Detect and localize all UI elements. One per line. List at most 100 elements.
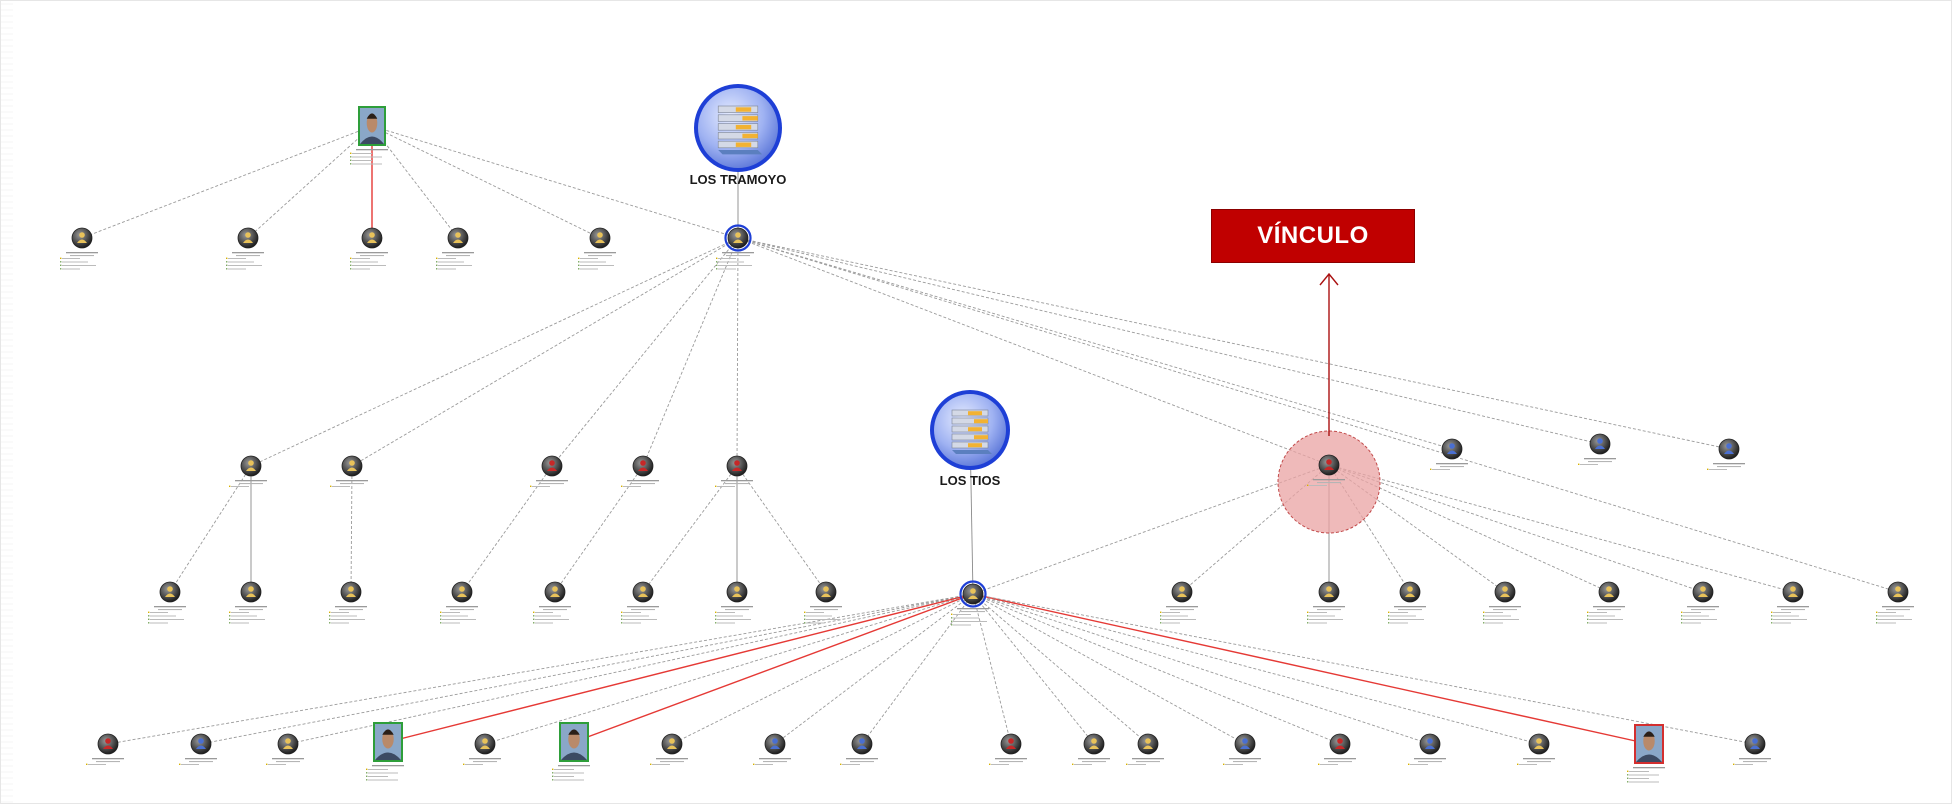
entity-node-m4[interactable] [621, 455, 659, 487]
entity-node-v5[interactable] [1587, 581, 1625, 624]
entity-node-t5[interactable] [578, 227, 616, 270]
entity-label-lines [179, 758, 217, 765]
entity-node-b16[interactable] [1517, 733, 1555, 765]
group-title-los-tramoyo: LOS TRAMOYO [690, 172, 787, 187]
entity-node-r3[interactable] [1707, 438, 1745, 470]
entity-label-lines [436, 252, 474, 270]
entity-node-hubT[interactable] [716, 224, 754, 270]
person-silhouette-icon [1324, 459, 1334, 470]
entity-node-b10[interactable] [989, 733, 1027, 765]
edge-hubT-m4 [642, 237, 739, 467]
entity-node-v4[interactable] [1483, 581, 1521, 624]
entity-label-lines [266, 758, 304, 765]
entity-node-b5[interactable] [463, 733, 501, 765]
entity-node-l6[interactable] [621, 581, 659, 624]
entity-node-v7[interactable] [1771, 581, 1809, 624]
entity-label-lines [440, 606, 478, 624]
person-silhouette-icon [1006, 738, 1016, 749]
entity-label-lines [1876, 606, 1914, 624]
photo-node-p1[interactable] [350, 106, 388, 165]
edge-p1-t4 [371, 125, 459, 239]
entity-label-lines [1126, 758, 1164, 765]
entity-node-l3[interactable] [329, 581, 367, 624]
person-silhouette-icon [367, 232, 377, 243]
entity-label-lines [804, 606, 842, 624]
entity-node-hubB[interactable] [951, 580, 989, 626]
entity-node-v1[interactable] [1160, 581, 1198, 624]
entity-node-m2[interactable] [330, 455, 368, 487]
entity-label-lines [650, 758, 688, 765]
entity-node-v3[interactable] [1388, 581, 1426, 624]
entity-node-b8[interactable] [753, 733, 791, 765]
entity-label-lines [840, 758, 878, 765]
person-silhouette-icon [638, 460, 648, 471]
entity-node-b13[interactable] [1223, 733, 1261, 765]
entity-label-lines [1430, 463, 1468, 470]
edge-vin-v7 [1328, 464, 1794, 593]
entity-label-lines [1587, 606, 1625, 624]
person-silhouette-icon [103, 738, 113, 749]
entity-node-t3[interactable] [350, 227, 388, 270]
edge-p1-t5 [371, 125, 601, 239]
edge-hubB-b7 [671, 593, 974, 745]
organization-server-icon [951, 409, 992, 454]
entity-node-v6[interactable] [1681, 581, 1719, 624]
edge-hubB-b15 [972, 593, 1431, 745]
entity-node-l1[interactable] [148, 581, 186, 624]
entity-label-lines [715, 480, 753, 487]
organization-server-icon [717, 105, 763, 155]
group-node-los-tramoyo[interactable] [694, 84, 782, 172]
entity-label-lines [463, 758, 501, 765]
photo-node-b4[interactable] [366, 722, 404, 781]
person-silhouette-icon [732, 586, 742, 597]
person-silhouette-icon [77, 232, 87, 243]
entity-node-vin[interactable] [1307, 454, 1345, 486]
photo-node-b17[interactable] [1627, 724, 1665, 783]
person-silhouette-icon [246, 460, 256, 471]
entity-node-m3[interactable] [530, 455, 568, 487]
entity-node-m1[interactable] [229, 455, 267, 487]
person-silhouette-icon [733, 232, 743, 243]
edge-p1-t2 [247, 125, 373, 239]
entity-node-b2[interactable] [179, 733, 217, 765]
entity-node-l4[interactable] [440, 581, 478, 624]
edge-m5-l6 [642, 465, 738, 593]
entity-node-b7[interactable] [650, 733, 688, 765]
entity-node-b12[interactable] [1126, 733, 1164, 765]
entity-node-v8[interactable] [1876, 581, 1914, 624]
entity-node-m5[interactable] [715, 455, 753, 487]
entity-label-lines [229, 606, 267, 624]
entity-node-b15[interactable] [1408, 733, 1446, 765]
entity-node-b1[interactable] [86, 733, 124, 765]
entity-node-r2[interactable] [1578, 433, 1616, 465]
person-silhouette-icon [1335, 738, 1345, 749]
entity-node-t2[interactable] [226, 227, 264, 270]
entity-node-r1[interactable] [1430, 438, 1468, 470]
entity-node-l7[interactable] [715, 581, 753, 624]
edge-p1-hubT [371, 125, 739, 239]
edge-hubT-vin [737, 237, 1330, 466]
entity-node-b18[interactable] [1733, 733, 1771, 765]
person-silhouette-icon [346, 586, 356, 597]
entity-node-l8[interactable] [804, 581, 842, 624]
entity-node-b14[interactable] [1318, 733, 1356, 765]
entity-node-b9[interactable] [840, 733, 878, 765]
edge-hubT-v8 [737, 237, 1899, 593]
entity-node-l5[interactable] [533, 581, 571, 624]
group-node-los-tios[interactable] [930, 390, 1010, 470]
edge-m2-l3 [350, 465, 353, 593]
entity-node-b11[interactable] [1072, 733, 1110, 765]
photo-node-b6[interactable] [552, 722, 590, 781]
entity-label-lines [229, 480, 267, 487]
entity-label-lines [148, 606, 186, 624]
entity-node-t4[interactable] [436, 227, 474, 270]
entity-node-t1[interactable] [60, 227, 98, 270]
person-silhouette-icon [1788, 586, 1798, 597]
entity-node-v2[interactable] [1307, 581, 1345, 624]
person-silhouette-icon [1500, 586, 1510, 597]
entity-node-l2[interactable] [229, 581, 267, 624]
edge-m4-l5 [554, 465, 644, 593]
edge-hubB-b12 [972, 593, 1149, 745]
entity-node-b3[interactable] [266, 733, 304, 765]
